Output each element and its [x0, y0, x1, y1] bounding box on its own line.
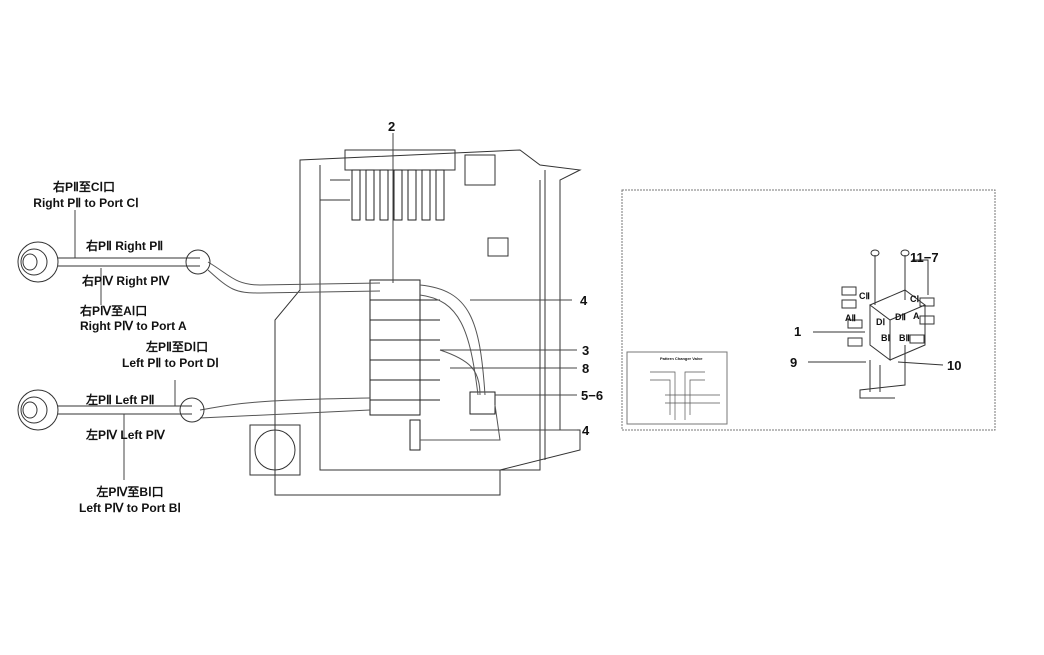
callout-4-upper: 4: [580, 293, 588, 308]
leader-lines: [74, 133, 577, 480]
top-valve-bank: [344, 149, 496, 221]
port-a2: AⅡ: [845, 313, 856, 323]
callout-4-lower: 4: [582, 423, 590, 438]
label-right-p4: 右PⅣ Right PⅣ: [82, 274, 170, 288]
schematic-lines: [650, 371, 720, 420]
callout-2: 2: [388, 119, 396, 134]
label-left-p2-to-d1-cn: 左PⅡ至DⅠ口: [146, 340, 209, 354]
schematic-frame: [626, 351, 728, 425]
label-left-p4-to-b1-en: Left PⅣ to Port BⅠ: [79, 501, 181, 515]
port-d1: DⅠ: [876, 317, 886, 327]
label-left-p2: 左PⅡ Left PⅡ: [86, 393, 155, 407]
schematic-title: Pattern Changer Valve: [660, 356, 703, 361]
machine-frame: [274, 149, 582, 496]
inset-callout-10: 10: [947, 358, 962, 373]
port-b2: BⅡ: [899, 333, 910, 343]
label-left-p4-to-b1-cn: 左PⅣ至BⅠ口: [96, 485, 164, 499]
fan-box: [249, 424, 301, 476]
right-joystick: [17, 241, 211, 283]
inset-callout-1: 1: [794, 324, 802, 339]
inset-frame: [621, 189, 996, 431]
label-right-p2: 右PⅡ Right PⅡ: [86, 239, 164, 253]
label-right-p4-to-a1-en: Right PⅣ to Port A: [80, 319, 187, 333]
port-d2: DⅡ: [895, 312, 906, 322]
inset-callout-9: 9: [790, 355, 798, 370]
label-right-p4-to-a1-cn: 右PⅣ至AⅠ口: [80, 304, 148, 318]
port-a: A: [913, 311, 920, 321]
label-right-p2-to-c1-en: Right PⅡ to Port CⅠ: [33, 196, 139, 210]
label-right-p2-to-c1-cn: 右PⅡ至CⅠ口: [52, 180, 116, 194]
port-b1: BⅠ: [881, 333, 891, 343]
inset-callout-11-7: 11−7: [910, 250, 939, 265]
left-joystick: [17, 389, 205, 431]
port-c2: CⅡ: [859, 291, 870, 301]
pattern-changer-valve-3d: [808, 249, 944, 399]
hoses: [199, 261, 501, 441]
callout-8: 8: [582, 361, 590, 376]
port-c1: CⅠ: [910, 294, 920, 304]
callout-3: 3: [582, 343, 590, 358]
center-valve-block: [369, 279, 496, 451]
label-left-p4: 左PⅣ Left PⅣ: [86, 428, 165, 442]
callout-5-6: 5−6: [581, 388, 604, 403]
label-left-p2-to-d1-en: Left PⅡ to Port DⅠ: [122, 356, 219, 370]
